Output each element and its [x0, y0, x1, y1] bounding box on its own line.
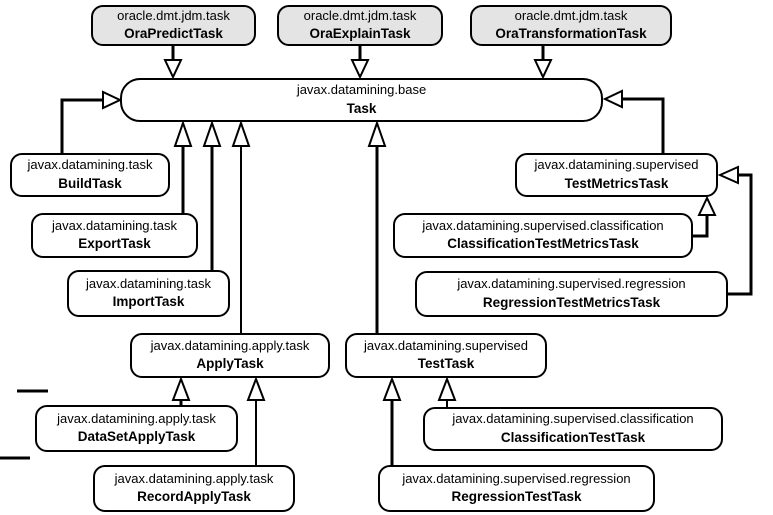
node-ora-predict-task: oracle.dmt.jdm.task OraPredictTask [91, 5, 256, 46]
edge-testmetrics-to-task [622, 97, 665, 153]
class-label: DataSetApplyTask [77, 429, 196, 445]
class-label: ImportTask [112, 294, 185, 310]
inheritance-arrow-icon [231, 119, 251, 147]
node-test-metrics-task: javax.datamining.supervised TestMetricsT… [515, 153, 718, 197]
edge-build-to-task [60, 98, 103, 153]
package-label: oracle.dmt.jdm.task [303, 7, 417, 23]
class-label: OraPredictTask [124, 26, 223, 42]
package-label: javax.datamining.base [296, 82, 427, 98]
package-label: javax.datamining.apply.task [114, 470, 274, 486]
inheritance-arrow-icon [533, 59, 553, 80]
node-classification-test-metrics-task: javax.datamining.supervised.classificati… [393, 213, 693, 258]
class-label: OraTransformationTask [495, 26, 647, 42]
package-label: javax.datamining.supervised [363, 337, 529, 353]
inheritance-arrow-icon [367, 119, 387, 147]
node-regression-test-task: javax.datamining.supervised.regression R… [378, 465, 655, 512]
package-label: javax.datamining.supervised [534, 157, 699, 173]
package-label: javax.datamining.apply.task [150, 337, 310, 353]
package-label: javax.datamining.supervised.classificati… [452, 411, 694, 427]
node-ora-explain-task: oracle.dmt.jdm.task OraExplainTask [277, 5, 443, 46]
inheritance-arrow-icon [602, 89, 623, 109]
node-task: javax.datamining.base Task [120, 78, 603, 122]
package-label: javax.datamining.supervised.regression [402, 470, 631, 486]
package-label: javax.datamining.task [85, 275, 211, 291]
inheritance-arrow-icon [163, 59, 183, 80]
class-label: BuildTask [58, 175, 122, 191]
class-label: RegressionTestTask [451, 489, 582, 505]
class-label: ApplyTask [196, 356, 264, 372]
class-label: ExportTask [78, 236, 151, 252]
edge-regtm-to-testmetrics [728, 173, 753, 296]
node-classification-test-task: javax.datamining.supervised.classificati… [423, 407, 723, 451]
package-label: oracle.dmt.jdm.task [117, 7, 230, 23]
class-label: ClassificationTestMetricsTask [447, 236, 639, 252]
class-label: TestMetricsTask [564, 175, 669, 191]
node-apply-task: javax.datamining.apply.task ApplyTask [130, 333, 330, 378]
inheritance-arrow-icon [437, 376, 457, 401]
node-record-apply-task: javax.datamining.apply.task RecordApplyT… [93, 465, 295, 512]
class-label: Task [346, 100, 377, 116]
node-build-task: javax.datamining.task BuildTask [10, 153, 170, 197]
node-export-task: javax.datamining.task ExportTask [31, 213, 198, 258]
package-label: javax.datamining.task [51, 217, 177, 233]
node-import-task: javax.datamining.task ImportTask [67, 270, 230, 317]
inheritance-arrow-icon [171, 376, 191, 401]
class-label: ClassificationTestTask [500, 429, 646, 445]
edge-classtm-to-testmetrics [693, 215, 709, 238]
inheritance-arrow-icon [246, 376, 266, 401]
inheritance-arrow-icon [717, 165, 739, 185]
inheritance-arrow-icon [382, 376, 402, 401]
class-label: OraExplainTask [309, 26, 411, 42]
inheritance-arrow-icon [697, 195, 717, 216]
inheritance-arrow-icon [173, 119, 193, 147]
inheritance-arrow-icon [350, 59, 370, 80]
class-label: RecordApplyTask [137, 489, 251, 505]
package-label: oracle.dmt.jdm.task [514, 7, 628, 23]
package-label: javax.datamining.task [27, 157, 153, 173]
package-label: javax.datamining.supervised.classificati… [422, 217, 664, 233]
package-label: javax.datamining.apply.task [57, 410, 216, 426]
node-ora-transformation-task: oracle.dmt.jdm.task OraTransformationTas… [470, 5, 672, 46]
node-dataset-apply-task: javax.datamining.apply.task DataSetApply… [35, 405, 238, 452]
node-test-task: javax.datamining.supervised TestTask [345, 333, 547, 378]
class-label: TestTask [417, 356, 475, 372]
class-label: RegressionTestMetricsTask [482, 294, 661, 310]
inheritance-arrow-icon [102, 90, 123, 110]
inheritance-arrow-icon [202, 119, 222, 147]
node-regression-test-metrics-task: javax.datamining.supervised.regression R… [415, 271, 728, 317]
package-label: javax.datamining.supervised.regression [457, 276, 686, 292]
